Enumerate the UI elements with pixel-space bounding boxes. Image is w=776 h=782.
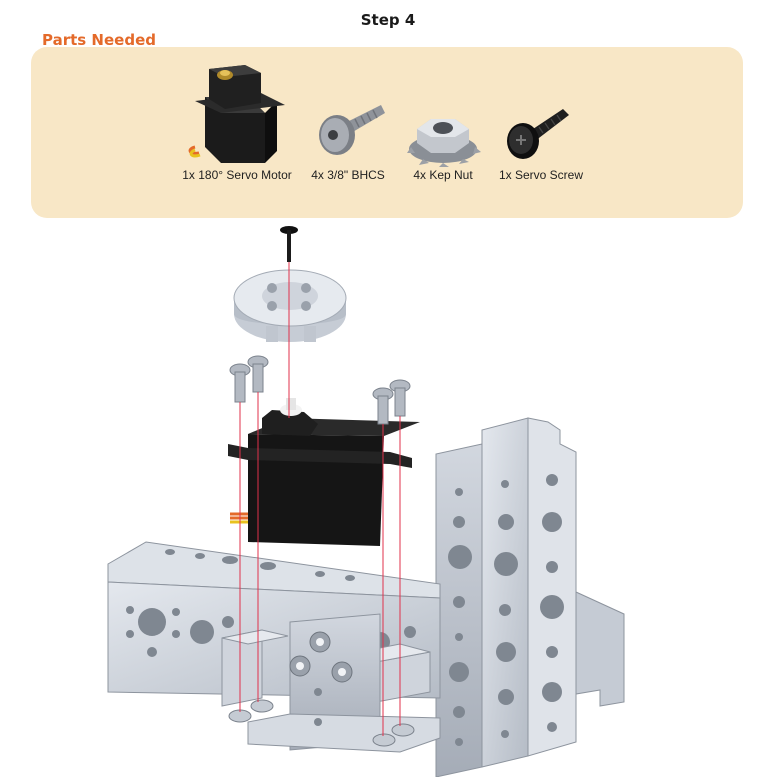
part-label-servo-screw: 1x Servo Screw (498, 168, 584, 182)
part-label-servo-motor: 1x 180° Servo Motor (182, 168, 292, 182)
kep-nut-icon (407, 119, 481, 167)
assembly-kep-nuts (228, 699, 415, 747)
step-title: Step 4 (360, 11, 416, 29)
part-servo-motor: 1x 180° Servo Motor (181, 47, 301, 218)
parts-panel: 1x 180° Servo Motor 4x 3/8" BHCS (31, 47, 743, 218)
parts-needed-heading: Parts Needed (42, 31, 156, 49)
assembly-servo-screw (280, 226, 298, 262)
assembly-illustration (0, 222, 776, 778)
part-servo-screw: 1x Servo Screw (497, 47, 587, 218)
part-label-kep-nut: 4x Kep Nut (413, 168, 473, 182)
servo-brackets (221, 629, 431, 707)
assembly-servo-motor (228, 398, 420, 546)
assembly-bhcs-screws (229, 355, 411, 425)
part-bhcs: 4x 3/8" BHCS (311, 47, 401, 218)
assembly-guide-lines (239, 262, 401, 736)
part-kep-nut: 4x Kep Nut (403, 47, 483, 218)
servo-motor-icon (188, 65, 285, 163)
exploded-assembly-illustration (107, 226, 625, 778)
servo-screw-icon (507, 109, 569, 159)
assembly-gear (233, 269, 347, 342)
bhcs-screw-icon (319, 105, 385, 155)
vertical-channel (435, 417, 625, 778)
part-label-bhcs: 4x 3/8" BHCS (311, 168, 385, 182)
